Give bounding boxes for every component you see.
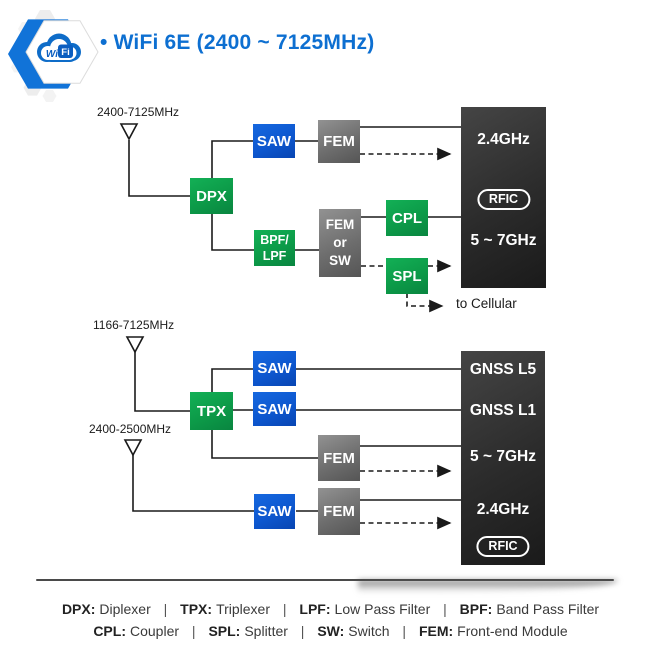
legend-item: CPL:Coupler — [93, 623, 180, 639]
fem-block: FEM — [318, 120, 360, 163]
saw-block: SAW — [253, 392, 296, 426]
fem-or-sw-block: FEM or SW — [319, 209, 361, 277]
fem-block: FEM — [318, 435, 360, 481]
wifi-logo: Wi Fi — [8, 10, 99, 102]
bpf-lpf-block: BPF/ LPF — [254, 230, 295, 266]
rfic-badge: RFIC — [476, 189, 531, 210]
antenna3-label: 2400-2500MHz — [89, 422, 172, 436]
legend-row-2: CPL:Coupler | SPL:Splitter | SW:Switch |… — [0, 620, 661, 642]
legend-item: DPX:Diplexer — [61, 601, 151, 617]
saw-block: SAW — [253, 124, 295, 158]
band-gnss-l1: GNSS L1 — [469, 402, 537, 419]
antenna-icon — [125, 336, 145, 354]
legend-separator: | — [282, 601, 287, 617]
legend-item: LPF:Low Pass Filter — [299, 601, 431, 617]
legend-row-1: DPX:Diplexer | TPX:Triplexer | LPF:Low P… — [0, 598, 661, 620]
legend-item: FEM:Front-end Module — [418, 623, 568, 639]
rfic-box-top: 2.4GHz RFIC 5 ~ 7GHz — [461, 107, 546, 288]
band-2_4ghz: 2.4GHz — [477, 131, 530, 148]
band-gnss-l5: GNSS L5 — [469, 361, 537, 378]
antenna-icon — [123, 439, 143, 457]
page-title: • WiFi 6E (2400 ~ 7125MHz) — [100, 31, 375, 54]
antenna2-label: 1166-7125MHz — [93, 318, 175, 332]
legend-item: TPX:Triplexer — [180, 601, 270, 617]
logo-wi-text: Wi — [46, 49, 58, 60]
band-5-7ghz: 5 ~ 7GHz — [470, 448, 536, 465]
legend-item: SW:Switch — [317, 623, 390, 639]
cpl-block: CPL — [386, 200, 428, 236]
band-5-7ghz: 5 ~ 7GHz — [470, 232, 537, 249]
fem-block: FEM — [318, 488, 360, 535]
spl-block: SPL — [386, 258, 428, 294]
dpx-block: DPX — [190, 178, 233, 214]
dashed-connectors — [360, 147, 452, 530]
antenna-icon — [119, 123, 139, 141]
legend-separator: | — [402, 623, 407, 639]
logo-fi-text: Fi — [61, 47, 69, 58]
legend-item: SPL:Splitter — [208, 623, 288, 639]
logo-cloud: Wi Fi — [37, 33, 81, 62]
to-cellular-label: to Cellular — [456, 296, 517, 311]
saw-block: SAW — [253, 351, 296, 386]
legend-separator: | — [163, 601, 168, 617]
rfic-box-bottom: GNSS L5 GNSS L1 5 ~ 7GHz 2.4GHz RFIC — [461, 351, 545, 565]
legend-separator: | — [191, 623, 196, 639]
legend-separator: | — [443, 601, 447, 617]
band-2_4ghz: 2.4GHz — [476, 501, 530, 518]
legend-separator: | — [300, 623, 305, 639]
saw-block: SAW — [254, 494, 295, 529]
tpx-block: TPX — [190, 392, 233, 430]
legend: DPX:Diplexer | TPX:Triplexer | LPF:Low P… — [0, 598, 661, 642]
antenna1-label: 2400-7125MHz — [97, 105, 180, 119]
legend-item: BPF:Band Pass Filter — [459, 601, 600, 617]
rfic-badge: RFIC — [476, 536, 530, 557]
